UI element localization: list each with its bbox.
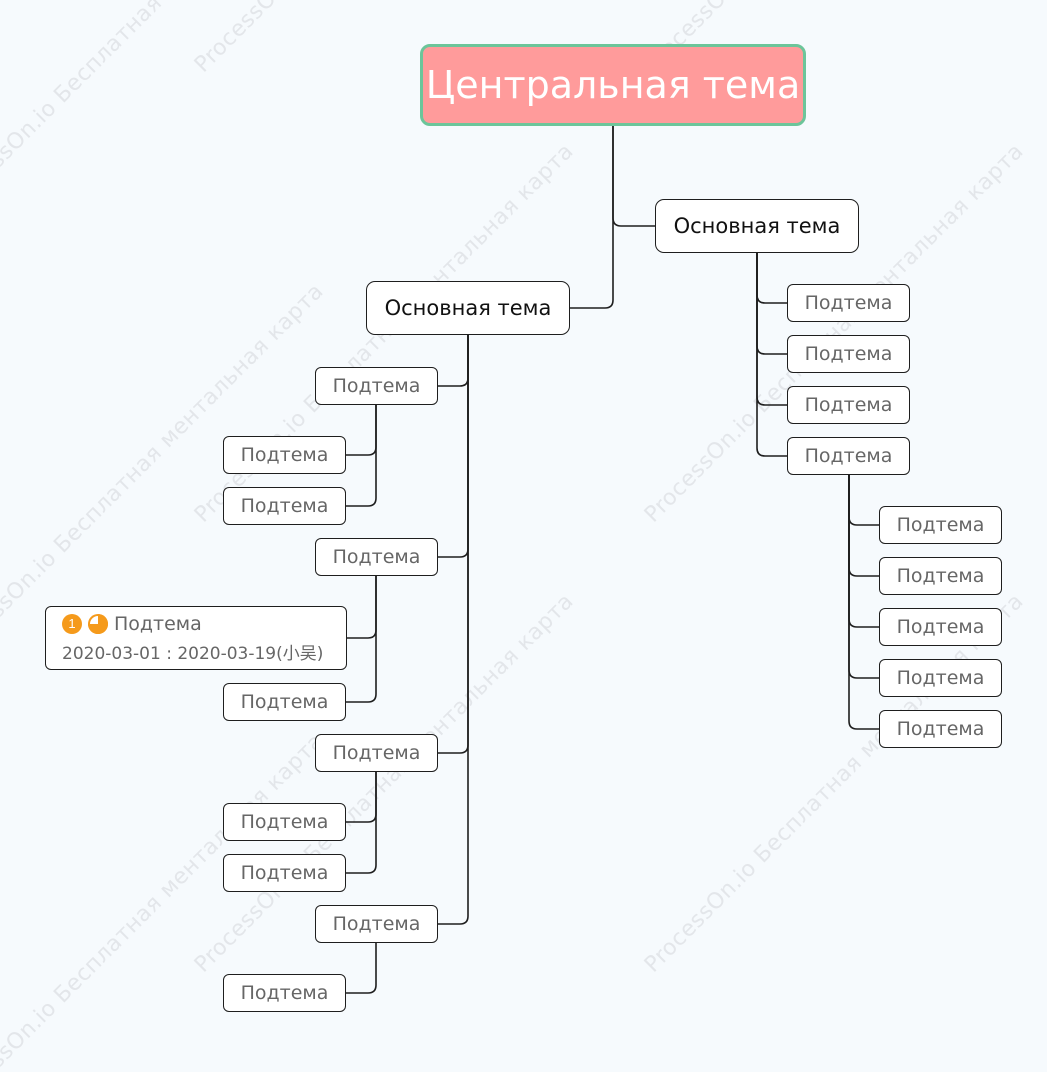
subtopic-left-4-1[interactable]: Подтема bbox=[223, 974, 346, 1012]
connector-right-4-3 bbox=[848, 475, 879, 628]
task-date-range: 2020-03-01 : 2020-03-19(小吴) bbox=[62, 643, 324, 664]
subtopic-left-1[interactable]: Подтема bbox=[315, 367, 438, 405]
subtopic-right-4-5[interactable]: Подтема bbox=[879, 710, 1002, 748]
connector-left-main-2 bbox=[438, 335, 469, 558]
connector-left-1-2 bbox=[346, 405, 377, 507]
connector-root-right bbox=[612, 126, 655, 227]
subtopic-left-4[interactable]: Подтема bbox=[315, 905, 438, 943]
priority-1-icon: 1 bbox=[62, 613, 82, 634]
subtopic-left-2-2[interactable]: Подтема bbox=[223, 683, 346, 721]
connector-left-4-1 bbox=[346, 943, 377, 994]
connector-right-main-3 bbox=[756, 253, 787, 406]
main-topic-left[interactable]: Основная тема bbox=[366, 281, 570, 335]
subtopic-right-2[interactable]: Подтема bbox=[787, 335, 910, 373]
progress-pie-icon bbox=[88, 613, 108, 634]
subtopic-left-1-2[interactable]: Подтема bbox=[223, 487, 346, 525]
task-subtopic[interactable]: 1 Подтема 2020-03-01 : 2020-03-19(小吴) bbox=[45, 606, 347, 670]
central-topic[interactable]: Центральная тема bbox=[420, 44, 806, 126]
connector-left-main-1 bbox=[438, 335, 469, 387]
connector-left-3-2 bbox=[346, 772, 377, 874]
subtopic-left-3-1[interactable]: Подтема bbox=[223, 803, 346, 841]
connector-left-main-4 bbox=[438, 335, 469, 925]
connector-left-2-2 bbox=[346, 576, 377, 703]
connector-left-1-1 bbox=[346, 405, 377, 456]
subtopic-right-4-3[interactable]: Подтема bbox=[879, 608, 1002, 646]
connector-left-3-1 bbox=[346, 772, 377, 823]
subtopic-right-4-2[interactable]: Подтема bbox=[879, 557, 1002, 595]
subtopic-right-4-4[interactable]: Подтема bbox=[879, 659, 1002, 697]
subtopic-right-4-1[interactable]: Подтема bbox=[879, 506, 1002, 544]
subtopic-right-4[interactable]: Подтема bbox=[787, 437, 910, 475]
task-subtopic-header: 1 Подтема bbox=[62, 613, 202, 635]
connector-left-main-3 bbox=[438, 335, 469, 754]
connector-right-main-4 bbox=[756, 253, 787, 457]
connector-right-main-1 bbox=[756, 253, 787, 304]
subtopic-right-3[interactable]: Подтема bbox=[787, 386, 910, 424]
connector-right-4-5 bbox=[848, 475, 879, 730]
subtopic-left-2[interactable]: Подтема bbox=[315, 538, 438, 576]
subtopic-left-3-2[interactable]: Подтема bbox=[223, 854, 346, 892]
connector-right-4-1 bbox=[848, 475, 879, 526]
subtopic-right-1[interactable]: Подтема bbox=[787, 284, 910, 322]
connector-root-left bbox=[570, 126, 614, 309]
subtopic-left-3[interactable]: Подтема bbox=[315, 734, 438, 772]
connector-left-2-1 bbox=[347, 576, 377, 639]
main-topic-right[interactable]: Основная тема bbox=[655, 199, 859, 253]
subtopic-left-1-1[interactable]: Подтема bbox=[223, 436, 346, 474]
task-subtopic-label: Подтема bbox=[114, 612, 202, 635]
